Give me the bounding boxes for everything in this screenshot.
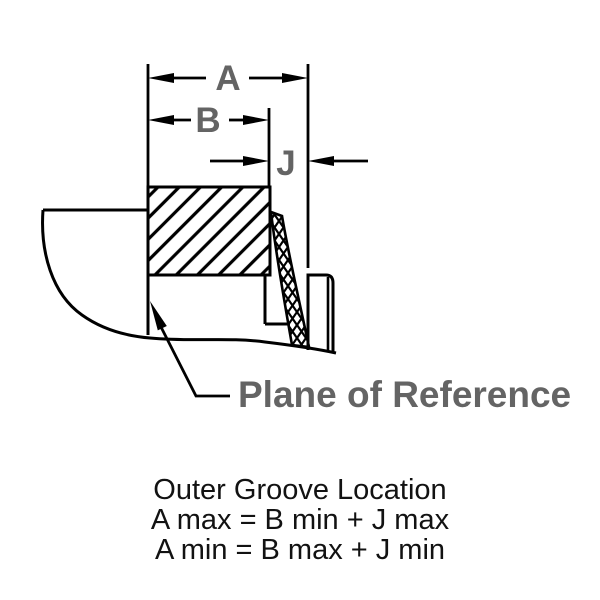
dimension-b: B	[148, 101, 269, 140]
dim-j-arrow-left-icon	[243, 156, 269, 166]
flange-outline	[306, 273, 335, 353]
dim-b-arrow-right-icon	[243, 115, 269, 125]
dim-b-label: B	[195, 101, 220, 140]
dimension-j: J	[210, 144, 368, 183]
dim-a-arrow-left-icon	[148, 73, 174, 83]
caption-formula-min: A min = B max + J min	[155, 534, 445, 566]
hatched-block	[146, 185, 272, 277]
caption-title: Outer Groove Location	[153, 474, 446, 506]
caption-block: Outer Groove Location A max = B min + J …	[151, 474, 450, 566]
dim-b-arrow-left-icon	[148, 115, 174, 125]
dim-j-arrow-right-icon	[308, 156, 334, 166]
part-cross-section	[41, 185, 337, 355]
dimension-a: A	[148, 59, 308, 98]
leader-arrowhead-icon	[150, 301, 167, 331]
plane-of-reference-callout: Plane of Reference	[150, 301, 571, 415]
plane-of-reference-label: Plane of Reference	[238, 374, 571, 415]
extension-lines	[146, 64, 310, 268]
dim-a-arrow-right-icon	[282, 73, 308, 83]
break-line	[41, 209, 337, 355]
caption-formula-max: A max = B min + J max	[151, 504, 450, 536]
dim-j-label: J	[276, 144, 295, 183]
leader-line	[159, 326, 230, 398]
dim-a-label: A	[215, 59, 240, 98]
